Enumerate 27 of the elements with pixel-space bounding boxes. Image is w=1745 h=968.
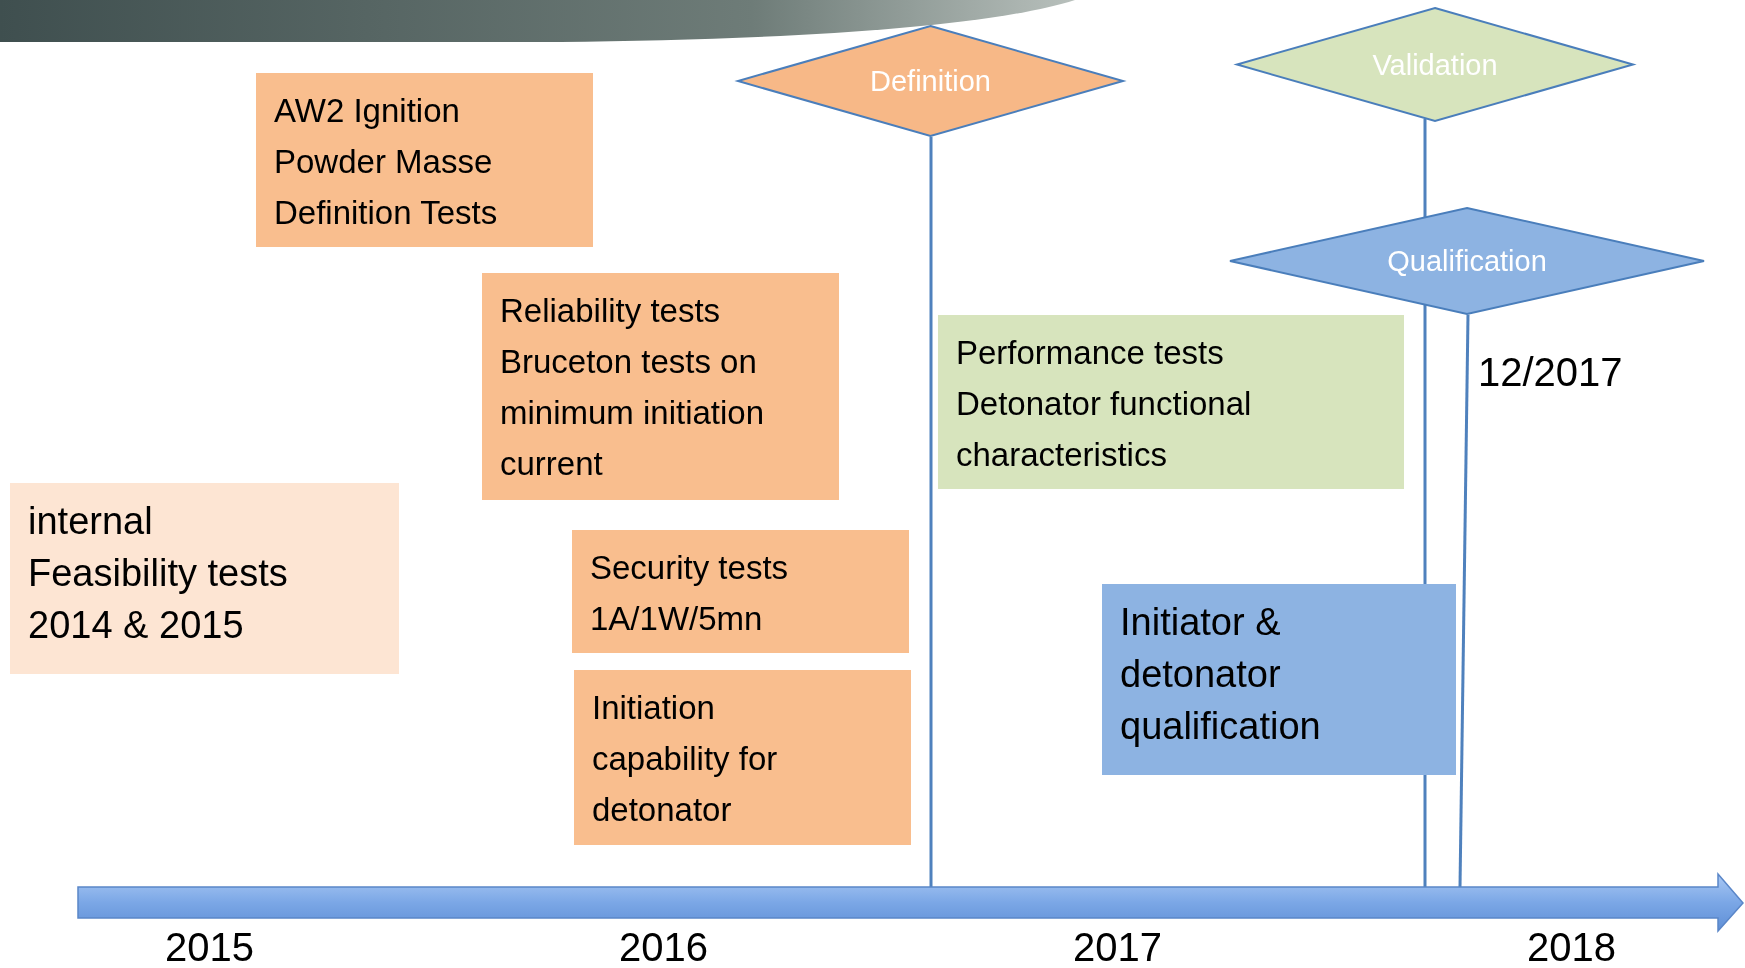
year-label: 2015	[165, 925, 254, 968]
task-text: Initiator & detonator qualification	[1120, 600, 1322, 750]
task-text: internal Feasibility tests 2014 & 2015	[28, 499, 289, 649]
year-label: 2018	[1527, 925, 1616, 968]
task-text: AW2 Ignition Powder Masse Definition Tests	[274, 91, 499, 233]
task-box	[574, 670, 911, 845]
task-text: Reliability tests Bruceton tests on minimum initiation current	[500, 291, 766, 484]
task-box	[938, 315, 1404, 489]
milestone-label: Qualification	[1386, 244, 1548, 278]
task-box	[482, 273, 839, 500]
task-box	[256, 73, 593, 247]
milestone-label: Definition	[869, 64, 992, 98]
task-text: Performance tests Detonator functional characteristics	[956, 333, 1253, 475]
date-label: 12/2017	[1478, 350, 1623, 395]
year-label: 2016	[619, 925, 708, 968]
milestone-line	[1458, 314, 1470, 887]
year-label: 2017	[1073, 925, 1162, 968]
task-text: Initiation capability for detonator	[592, 688, 779, 830]
milestone-diamond	[1236, 7, 1634, 122]
milestone-diamond	[737, 25, 1124, 137]
milestone-label: Validation	[1371, 48, 1499, 81]
milestone-diamond	[1229, 207, 1705, 315]
milestone-line	[929, 136, 933, 887]
task-box	[1102, 584, 1456, 775]
task-box	[572, 530, 909, 653]
task-text: Security tests 1A/1W/5mn	[590, 548, 790, 639]
task-box	[10, 483, 399, 674]
